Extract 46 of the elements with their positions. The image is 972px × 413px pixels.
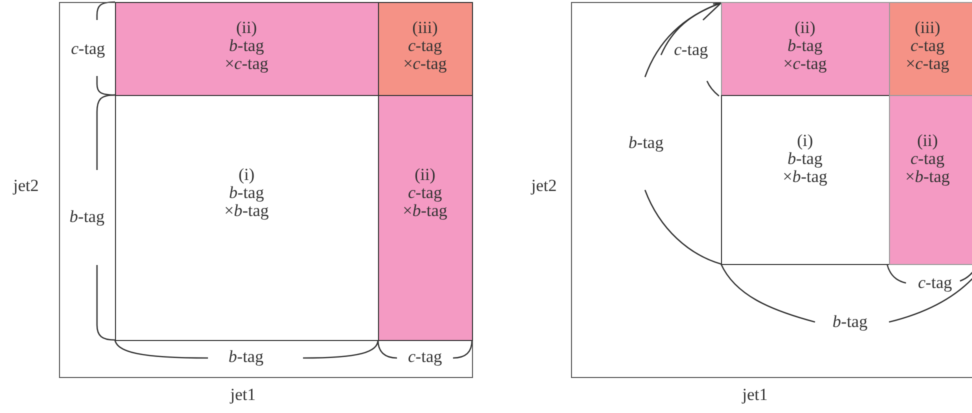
region-cell [720, 94, 890, 264]
region-number: (ii) [236, 18, 257, 36]
region-label: ×c-tag [224, 54, 268, 72]
region-cell [378, 94, 472, 340]
bracket-label: c-tag [408, 348, 442, 366]
region-label: b-tag [788, 150, 822, 168]
region-label: ×c-tag [783, 54, 827, 72]
region-number: (iii) [412, 18, 438, 36]
region-label: ×b-tag [402, 202, 448, 220]
region-cell [720, 2, 890, 96]
region-label: c-tag [408, 184, 442, 202]
region-label: ×c-tag [403, 54, 447, 72]
bracket-label: b-tag [832, 313, 868, 331]
region-number: (ii) [794, 18, 816, 36]
axis-label: jet2 [13, 177, 39, 195]
region-label: c-tag [408, 36, 442, 54]
region-number: (iii) [914, 18, 940, 36]
region-cell [378, 2, 472, 96]
region-label: ×c-tag [906, 54, 950, 72]
region-cell [114, 2, 378, 96]
region-number: (i) [238, 166, 255, 184]
region-cell [888, 94, 972, 264]
region-label: b-tag [229, 184, 264, 202]
region-label: ×b-tag [782, 168, 828, 186]
bracket-label: b-tag [228, 348, 264, 366]
region-label: c-tag [910, 36, 944, 54]
region-number: (ii) [917, 132, 938, 150]
region-label: b-tag [788, 36, 822, 54]
region-label: ×b-tag [905, 168, 950, 186]
bracket-label: c-tag [71, 40, 105, 58]
bracket-label: c-tag [918, 274, 952, 292]
region-label: b-tag [229, 36, 264, 54]
region-cell [888, 2, 972, 96]
bracket-label: b-tag [628, 134, 664, 152]
bracket-label: c-tag [674, 41, 708, 59]
plot-frame [59, 2, 473, 378]
axis-label: jet1 [742, 386, 768, 404]
axis-label: jet1 [230, 386, 256, 404]
region-cell [114, 94, 378, 340]
region-label: c-tag [910, 150, 944, 168]
region-number: (i) [796, 132, 814, 150]
plot-frame [571, 2, 972, 378]
axis-label: jet2 [531, 177, 557, 195]
region-label: ×b-tag [224, 202, 269, 220]
bracket-label: b-tag [70, 208, 104, 226]
region-number: (ii) [414, 166, 436, 184]
